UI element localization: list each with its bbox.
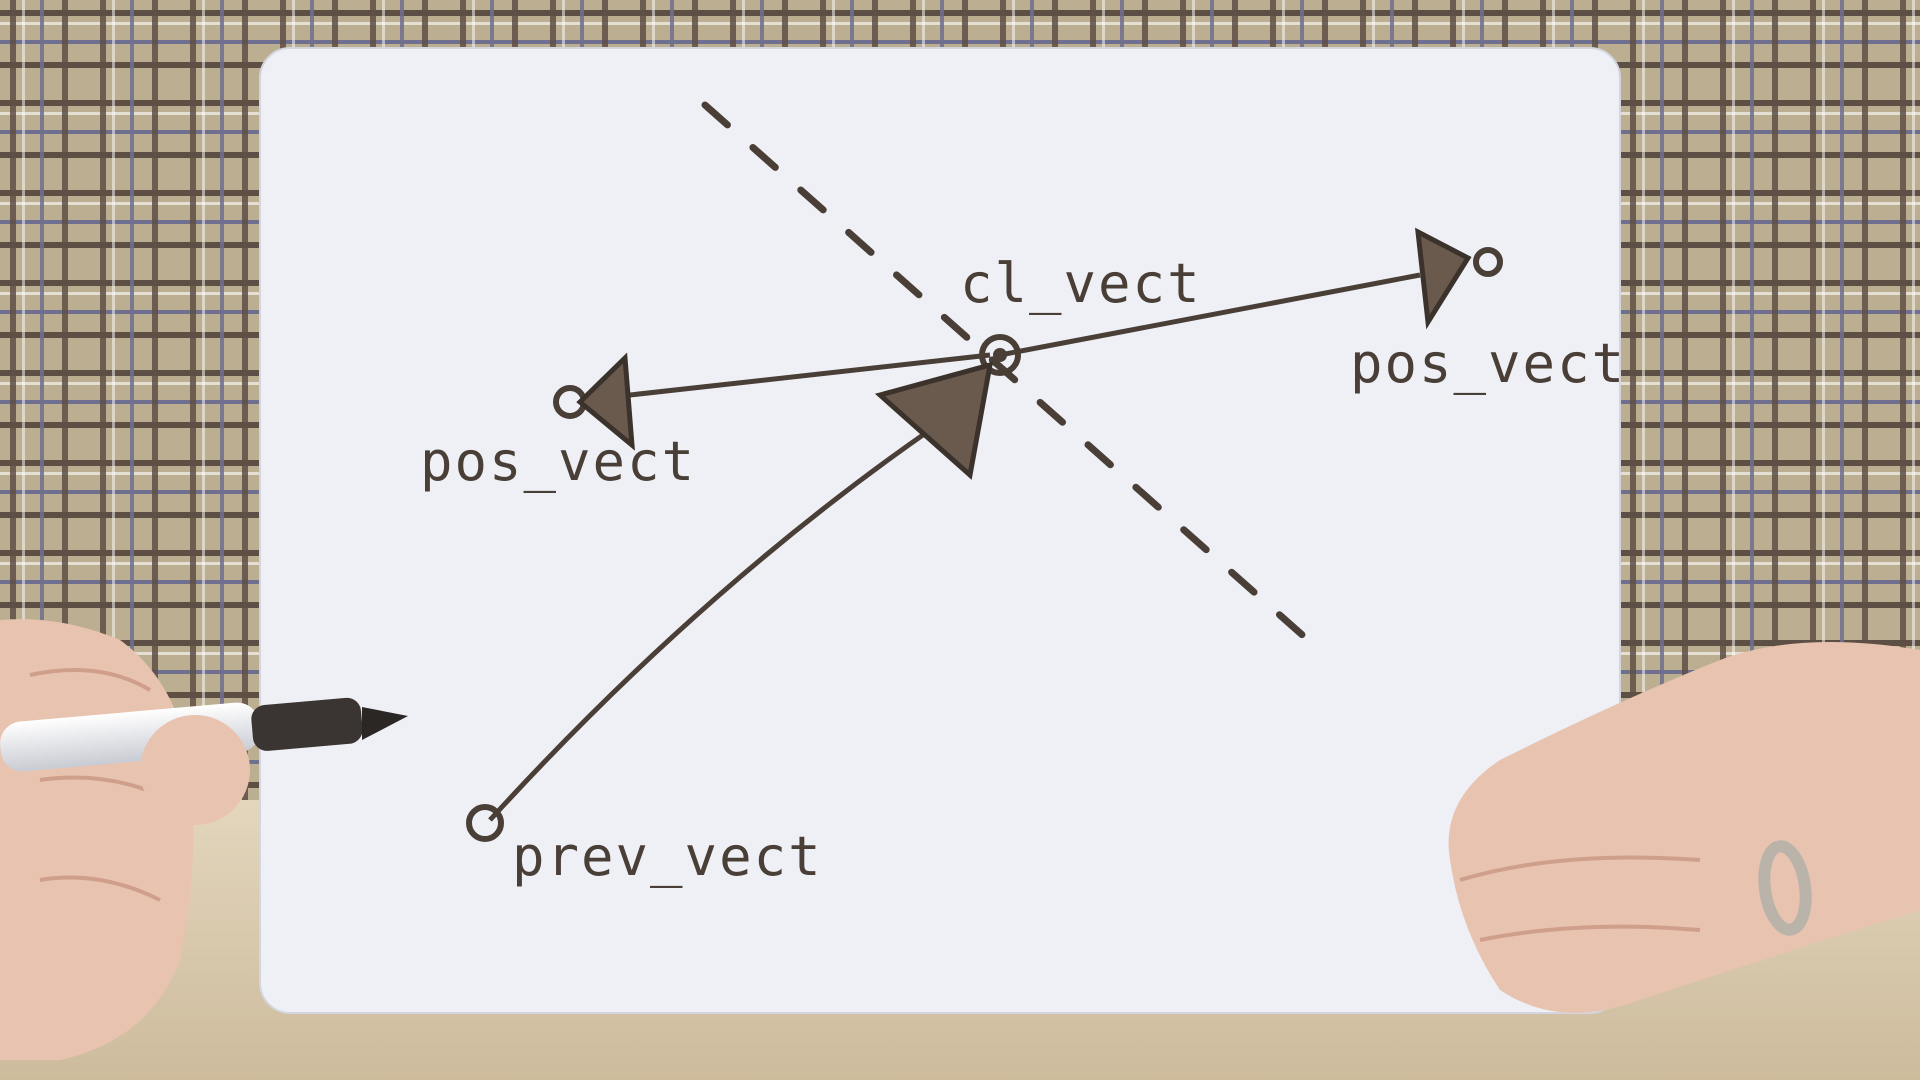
label-pos-vect-left: pos_vect [420,430,696,493]
center-node-inner [993,348,1007,362]
center-arrowhead [874,361,994,480]
label-cl-vect: cl_vect [960,252,1202,315]
label-prev-vect: prev_vect [512,825,823,888]
vector-line-left [629,352,991,398]
marker-pen-icon [0,697,408,825]
label-pos-vect-right: pos_vect [1350,332,1626,395]
vector-line-prev [488,427,932,822]
prev-node [466,804,504,842]
right-arrowhead [1414,227,1472,330]
center-node [979,334,1021,376]
whiteboard [259,47,1621,1014]
vector-line-right [999,272,1421,358]
left-arrowhead [576,352,635,451]
wedding-ring-icon [1758,840,1812,936]
right-node [1473,247,1503,277]
